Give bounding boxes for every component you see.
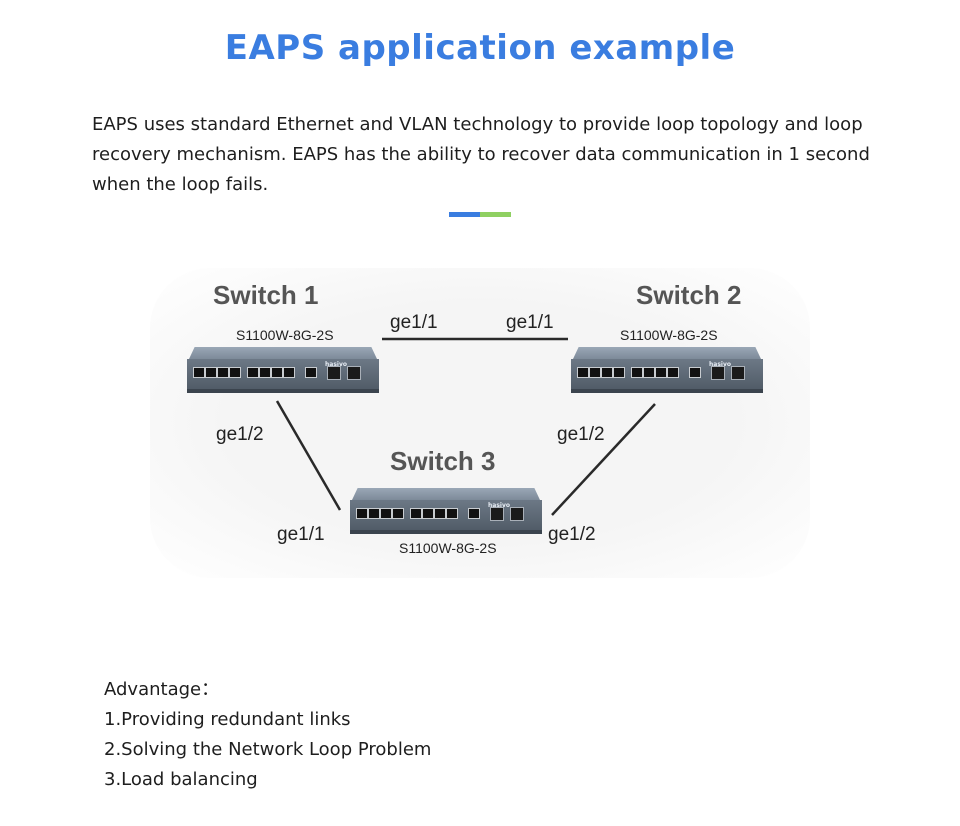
- link-sw1-sw3: [275, 400, 342, 511]
- intro-paragraph: EAPS uses standard Ethernet and VLAN tec…: [92, 114, 870, 195]
- rj45-port-icon: [631, 367, 643, 378]
- switch-1-device: hasivo: [187, 347, 379, 393]
- brand-logo: hasivo: [325, 361, 347, 368]
- rj45-port-icon: [434, 508, 446, 519]
- switch-1-name: Switch 1: [213, 280, 319, 310]
- brand-logo: hasivo: [709, 361, 731, 368]
- sfp-port-icon: [731, 366, 745, 380]
- console-port-icon: [305, 367, 317, 378]
- rj45-port-icon: [422, 508, 434, 519]
- rj45-port-icon: [601, 367, 613, 378]
- switch-2-model: S1100W-8G-2S: [620, 327, 718, 343]
- rj45-port-icon: [589, 367, 601, 378]
- advantage-item: 2.Solving the Network Loop Problem: [104, 739, 432, 760]
- rj45-port-icon: [392, 508, 404, 519]
- switch-3-model: S1100W-8G-2S: [399, 540, 497, 556]
- switch-3-device: hasivo: [350, 488, 542, 534]
- rj45-port-icon: [643, 367, 655, 378]
- switch-1-model: S1100W-8G-2S: [236, 327, 334, 343]
- divider-blue: [449, 212, 480, 217]
- sfp-port-icon: [510, 507, 524, 521]
- rj45-port-icon: [655, 367, 667, 378]
- rj45-port-icon: [283, 367, 295, 378]
- rj45-port-icon: [613, 367, 625, 378]
- port-label-sw1-ge1-2: ge1/2: [216, 424, 264, 445]
- switch-2-device: hasivo: [571, 347, 763, 393]
- rj45-port-icon: [229, 367, 241, 378]
- page-title: EAPS application example: [224, 28, 736, 68]
- rj45-port-icon: [247, 367, 259, 378]
- rj45-port-icon: [577, 367, 589, 378]
- rj45-port-icon: [205, 367, 217, 378]
- advantage-heading: Advantage：: [104, 679, 220, 700]
- rj45-port-icon: [667, 367, 679, 378]
- rj45-port-icon: [217, 367, 229, 378]
- port-label-sw2-ge1-1: ge1/1: [506, 312, 554, 333]
- sfp-port-icon: [347, 366, 361, 380]
- rj45-port-icon: [259, 367, 271, 378]
- switch-3-name: Switch 3: [390, 446, 496, 476]
- switch-2-name: Switch 2: [636, 280, 742, 310]
- rj45-port-icon: [410, 508, 422, 519]
- sfp-port-icon: [711, 366, 725, 380]
- advantage-item: 1.Providing redundant links: [104, 709, 351, 730]
- console-port-icon: [468, 508, 480, 519]
- port-label-sw2-ge1-2: ge1/2: [557, 424, 605, 445]
- link-sw2-sw3: [551, 403, 656, 516]
- port-label-sw3-ge1-2: ge1/2: [548, 524, 596, 545]
- rj45-port-icon: [446, 508, 458, 519]
- rj45-port-icon: [380, 508, 392, 519]
- console-port-icon: [689, 367, 701, 378]
- rj45-port-icon: [271, 367, 283, 378]
- divider-green: [480, 212, 511, 217]
- port-label-sw3-ge1-1: ge1/1: [277, 524, 325, 545]
- sfp-port-icon: [490, 507, 504, 521]
- port-label-sw1-ge1-1: ge1/1: [390, 312, 438, 333]
- brand-logo: hasivo: [488, 502, 510, 509]
- advantage-item: 3.Load balancing: [104, 769, 258, 790]
- rj45-port-icon: [356, 508, 368, 519]
- rj45-port-icon: [368, 508, 380, 519]
- advantage-section: Advantage： 1.Providing redundant links 2…: [104, 675, 431, 795]
- rj45-port-icon: [193, 367, 205, 378]
- sfp-port-icon: [327, 366, 341, 380]
